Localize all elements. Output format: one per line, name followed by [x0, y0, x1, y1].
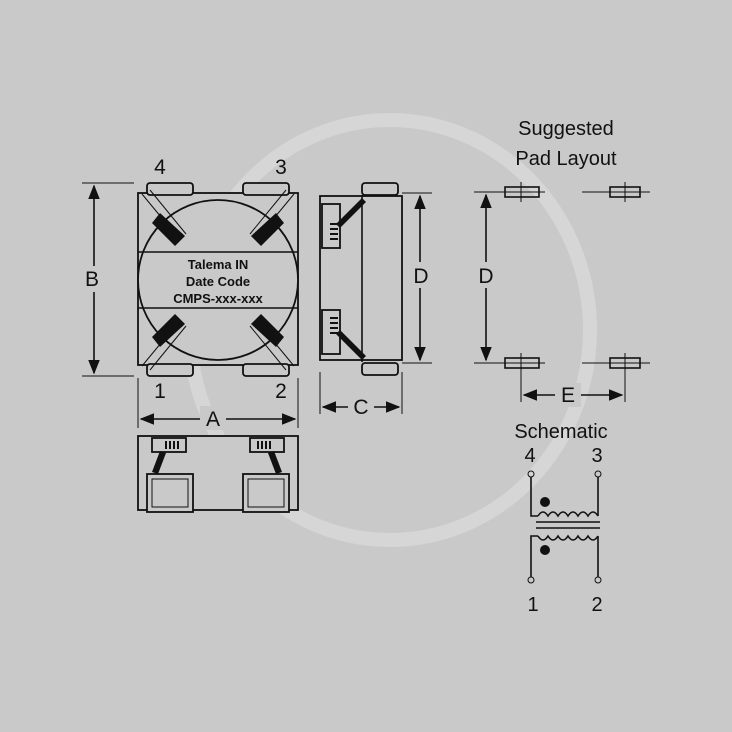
dimension-c-label: C [353, 396, 368, 419]
pad-layout-title-line2: Pad Layout [515, 148, 617, 170]
schematic-title: Schematic [514, 421, 607, 443]
dimension-d-pad: D [474, 191, 500, 364]
pin-label-1: 1 [154, 380, 166, 403]
dimension-a-label: A [206, 408, 220, 431]
schematic-pin-4: 4 [524, 445, 535, 467]
top-view: Talema IN Date Code CMPS-xxx-xxx [137, 182, 299, 377]
bottom-view [137, 435, 299, 513]
schematic-pin-3: 3 [591, 445, 602, 467]
dimension-d-pad-label: D [478, 265, 493, 288]
side-view [319, 182, 403, 376]
schematic-pin-1: 1 [527, 594, 538, 616]
chip-marking-line1: Talema IN [188, 257, 248, 272]
pin-label-2: 2 [275, 380, 287, 403]
pad-layout [497, 182, 650, 402]
chip-marking-line3: CMPS-xxx-xxx [173, 291, 263, 306]
pin-label-4: 4 [154, 156, 166, 179]
dimension-b: B [82, 182, 134, 377]
dimension-d-side: D [402, 192, 432, 364]
dimension-c: C [319, 372, 403, 419]
pad-layout-title-line1: Suggested [518, 118, 614, 140]
dimension-e: E [522, 383, 624, 407]
dimension-b-label: B [85, 268, 99, 291]
dimension-a: A [137, 378, 299, 431]
schematic-symbol [527, 470, 602, 584]
pin-label-3: 3 [275, 156, 287, 179]
dimension-e-label: E [561, 384, 575, 407]
chip-marking-line2: Date Code [186, 274, 250, 289]
dimension-d-side-label: D [413, 265, 428, 288]
schematic-pin-2: 2 [591, 594, 602, 616]
